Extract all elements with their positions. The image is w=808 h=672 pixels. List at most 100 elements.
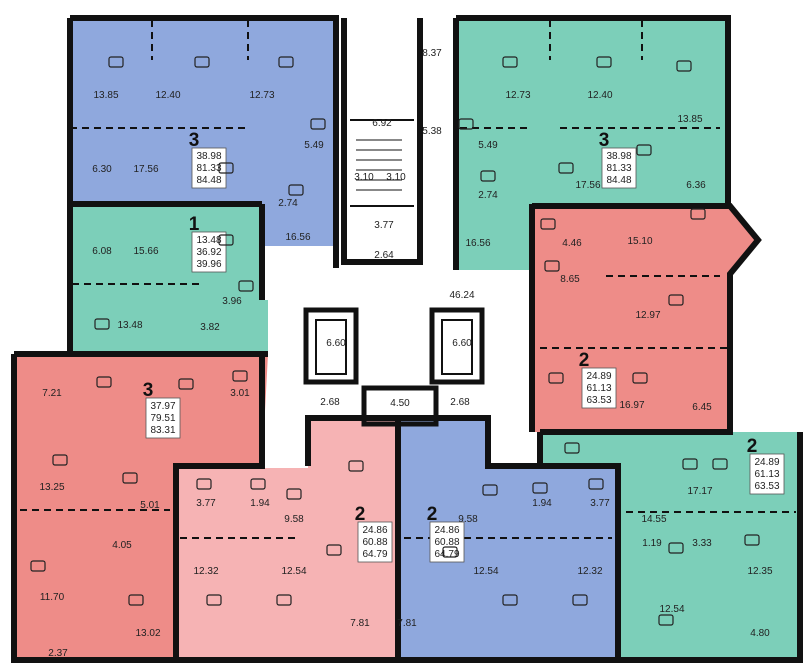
room-area-label: 16.97: [619, 400, 644, 411]
sofa-icon: [128, 594, 144, 606]
apartment-area-value: 84.48: [606, 175, 631, 186]
room-area-label: 17.56: [575, 180, 600, 191]
apartment-area-box: [581, 367, 617, 409]
room-area-label: 3.77: [374, 220, 394, 231]
room-area-label: 5.38: [422, 126, 442, 137]
sofa-icon: [108, 56, 124, 68]
hanger-icon: [288, 184, 304, 196]
baby-icon: [52, 454, 68, 466]
room-area-label: 1.94: [250, 498, 270, 509]
room-area-label: 13.85: [677, 114, 702, 125]
sofa-icon: [676, 60, 692, 72]
apartment-area-value: 84.48: [196, 175, 221, 186]
room-area-label: 11.70: [40, 592, 65, 603]
room-area-label: 13.25: [39, 482, 64, 493]
room-area-label: 3.10: [386, 172, 406, 183]
room-area-label: 8.37: [422, 48, 442, 59]
room-area-label: 9.58: [458, 514, 478, 525]
room-area-label: 12.97: [635, 310, 660, 321]
apartment-area-value: 24.86: [434, 525, 459, 536]
sofa-icon: [668, 294, 684, 306]
dining-icon: [348, 460, 364, 472]
apartment-area-value: 39.96: [196, 259, 221, 270]
dining-icon: [178, 378, 194, 390]
baby-icon: [194, 56, 210, 68]
apartment-se-area[interactable]: [540, 432, 800, 660]
apartment-area-value: 81.33: [606, 163, 631, 174]
room-area-label: 17.17: [687, 486, 712, 497]
apartment-room-count: 3: [189, 130, 200, 151]
apartment-area-value: 13.48: [196, 235, 221, 246]
apartment-area-value: 61.13: [586, 383, 611, 394]
dining-icon: [632, 372, 648, 384]
apartment-ne-area[interactable]: [456, 18, 728, 270]
apartment-sw-area[interactable]: [14, 354, 268, 660]
wc-icon: [122, 472, 138, 484]
apartment-room-count: 3: [143, 380, 154, 401]
apartment-area-value: 63.53: [586, 395, 611, 406]
room-area-label: 2.37: [48, 648, 68, 659]
room-area-label: 15.66: [133, 246, 158, 257]
room-area-label: 6.45: [692, 402, 712, 413]
bath-icon: [196, 478, 212, 490]
baby-icon: [276, 594, 292, 606]
sofa-icon: [442, 546, 458, 558]
room-area-label: 8.65: [560, 274, 580, 285]
baby-icon: [278, 56, 294, 68]
apartment-area-box: [191, 147, 227, 189]
apartment-area-value: 60.88: [362, 537, 387, 548]
sofa-icon: [636, 144, 652, 156]
apartment-area-value: 24.89: [754, 457, 779, 468]
bath-icon: [668, 542, 684, 554]
room-area-label: 12.32: [193, 566, 218, 577]
bath-icon: [540, 218, 556, 230]
hanger-icon: [544, 260, 560, 272]
apartment-sb-area[interactable]: [400, 418, 618, 660]
hanger-icon: [238, 280, 254, 292]
room-area-label: 12.54: [473, 566, 498, 577]
apartment-area-value: 37.97: [150, 401, 175, 412]
room-area-label: 14.55: [641, 514, 666, 525]
room-area-label: 12.32: [577, 566, 602, 577]
room-area-label: 46.24: [449, 290, 474, 301]
room-area-label: 13.85: [93, 90, 118, 101]
apartment-room-count: 2: [427, 504, 438, 525]
room-area-label: 5.49: [478, 140, 498, 151]
room-area-label: 2.74: [478, 190, 498, 201]
hanger-icon: [482, 484, 498, 496]
sofa-icon: [712, 458, 728, 470]
apartment-area-value: 38.98: [196, 151, 221, 162]
room-area-label: 16.56: [285, 232, 310, 243]
apartment-area-value: 79.51: [150, 413, 175, 424]
room-area-label: 4.50: [390, 398, 410, 409]
baby-icon: [572, 594, 588, 606]
apartment-area-box: [145, 397, 181, 439]
sofa-icon: [206, 594, 222, 606]
room-area-label: 3.96: [222, 296, 242, 307]
room-area-label: 12.73: [249, 90, 274, 101]
hanger-icon: [564, 442, 580, 454]
apartment-room-count: 2: [579, 350, 590, 371]
room-area-label: 3.10: [354, 172, 374, 183]
apartment-area-value: 24.86: [362, 525, 387, 536]
room-area-label: 1.19: [642, 538, 662, 549]
room-area-label: 5.49: [304, 140, 324, 151]
apartment-area-box: [357, 521, 393, 563]
room-area-label: 7.81: [350, 618, 370, 629]
apartment-area-value: 83.31: [150, 425, 175, 436]
apartment-nw-area[interactable]: [70, 18, 336, 246]
apartment-area-value: 64.79: [362, 549, 387, 560]
apartment-sp-area[interactable]: [176, 418, 398, 660]
hanger-icon: [480, 170, 496, 182]
room-area-label: 4.80: [750, 628, 770, 639]
apartment-area-box: [429, 521, 465, 563]
room-area-label: 9.58: [284, 514, 304, 525]
room-area-label: 12.40: [155, 90, 180, 101]
room-area-label: 12.35: [747, 566, 772, 577]
apartment-w1-area[interactable]: [70, 206, 268, 352]
apartment-area-value: 64.79: [434, 549, 459, 560]
apartment-area-value: 63.53: [754, 481, 779, 492]
room-area-label: 6.60: [452, 338, 472, 349]
apartment-area-value: 36.92: [196, 247, 221, 258]
apartment-area-box: [601, 147, 637, 189]
